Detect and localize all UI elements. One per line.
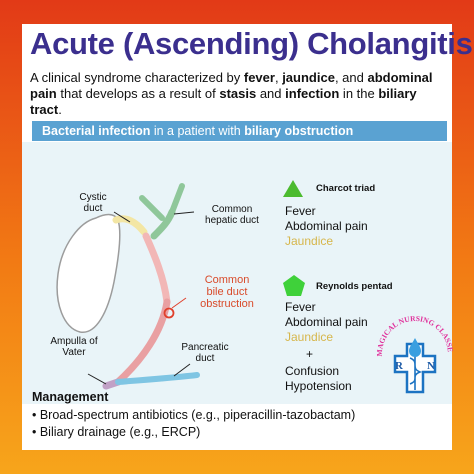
intro-text: that develops as a result of	[56, 86, 220, 101]
pancreatic-duct-leader	[173, 363, 191, 377]
intro-bold-abdominal-pain: abdominal pain	[30, 70, 433, 101]
obstruction-leader	[171, 297, 187, 309]
label-line: Ampulla of	[50, 336, 98, 347]
common-hepatic-duct-shape	[150, 208, 176, 240]
charcot-symptom-abdominal-pain: Abdominal pain	[285, 219, 368, 233]
pancreatic-duct-label: Pancreatic duct	[170, 342, 240, 364]
label-line: duct	[83, 203, 103, 214]
reynolds-symptom-hypotension: Hypotension	[285, 379, 352, 393]
management-item-drainage: • Biliary drainage (e.g., ERCP)	[32, 425, 201, 439]
management-item-antibiotics: • Broad-spectrum antibiotics (e.g., pipe…	[32, 408, 356, 422]
management-heading: Management	[32, 390, 109, 404]
intro-bold-jaundice: jaundice	[282, 70, 335, 85]
intro-text: .	[58, 102, 62, 117]
intro-paragraph: A clinical syndrome characterized by fev…	[30, 70, 450, 118]
cystic-duct-leader	[113, 211, 131, 223]
reynolds-symptom-fever: Fever	[285, 300, 316, 314]
intro-text: in the	[339, 86, 379, 101]
logo-water-drop-icon	[409, 338, 421, 357]
intro-text: A clinical syndrome characterized by	[30, 70, 244, 85]
page-title: Acute (Ascending) Cholangitis	[30, 26, 473, 61]
banner-bold: Bacterial infection	[42, 124, 151, 138]
banner-bold: biliary obstruction	[244, 124, 354, 138]
reynolds-symptom-jaundice: Jaundice	[285, 330, 334, 344]
ampulla-of-vater-label: Ampulla of Vater	[38, 336, 110, 358]
intro-text: and	[256, 86, 286, 101]
hepatic-duct-left-branch	[169, 183, 185, 215]
reynolds-pentagon-icon	[283, 275, 305, 296]
reynolds-plus-sign: +	[306, 347, 314, 361]
nursing-classes-logo: MAGICAL NURSING CLASSES R N	[374, 314, 455, 394]
intro-bold-fever: fever	[243, 70, 275, 85]
logo-letter-n: N	[427, 360, 435, 372]
cystic-duct-label: Cystic duct	[64, 192, 122, 214]
banner-text: in a patient with	[150, 124, 245, 138]
label-line: Vater	[62, 347, 86, 358]
common-bile-duct-upper	[142, 232, 171, 306]
common-bile-duct-lower	[114, 298, 171, 386]
label-line: hepatic duct	[205, 215, 259, 226]
pancreatic-duct-shape	[115, 372, 200, 385]
charcot-symptom-jaundice: Jaundice	[285, 234, 334, 248]
intro-bold-biliary-tract: biliary tract	[30, 86, 417, 117]
gallbladder-shape	[56, 213, 121, 333]
ampulla-leader	[87, 373, 107, 385]
biliary-anatomy-illustration	[56, 180, 305, 390]
reynolds-symptom-confusion: Confusion	[285, 364, 340, 378]
common-hepatic-duct-label: Common hepatic duct	[190, 204, 274, 226]
reynolds-pentad-heading: Reynolds pentad	[316, 281, 393, 292]
label-line: Common	[204, 274, 250, 286]
label-line: Common	[211, 204, 253, 215]
charcot-triad-heading: Charcot triad	[316, 183, 376, 194]
logo-letter-r: R	[395, 360, 404, 372]
charcot-triangle-icon	[283, 180, 303, 197]
hepatic-duct-leader	[173, 211, 195, 215]
label-line: duct	[195, 353, 215, 364]
reynolds-symptom-abdominal-pain: Abdominal pain	[285, 315, 368, 329]
charcot-symptom-fever: Fever	[285, 204, 316, 218]
infographic-card: Acute (Ascending) Cholangitis A clinical…	[22, 24, 473, 450]
hepatic-duct-right-branch	[139, 195, 165, 221]
obstruction-marker	[163, 307, 175, 319]
obstruction-label: Common bile duct obstruction	[180, 274, 274, 310]
biliary-diagram-panel: Cystic duct Common hepatic duct Common b…	[22, 142, 452, 404]
intro-bold-infection: infection	[285, 86, 340, 101]
intro-text: ,	[274, 70, 283, 85]
label-line: obstruction	[200, 298, 254, 310]
label-line: bile duct	[206, 286, 248, 298]
cystic-duct-shape	[112, 215, 148, 236]
intro-bold-stasis: stasis	[219, 86, 257, 101]
label-line: Cystic	[79, 192, 107, 203]
section-banner: Bacterial infection in a patient with bi…	[32, 121, 447, 141]
intro-text: , and	[334, 70, 368, 85]
label-line: Pancreatic	[181, 342, 229, 353]
